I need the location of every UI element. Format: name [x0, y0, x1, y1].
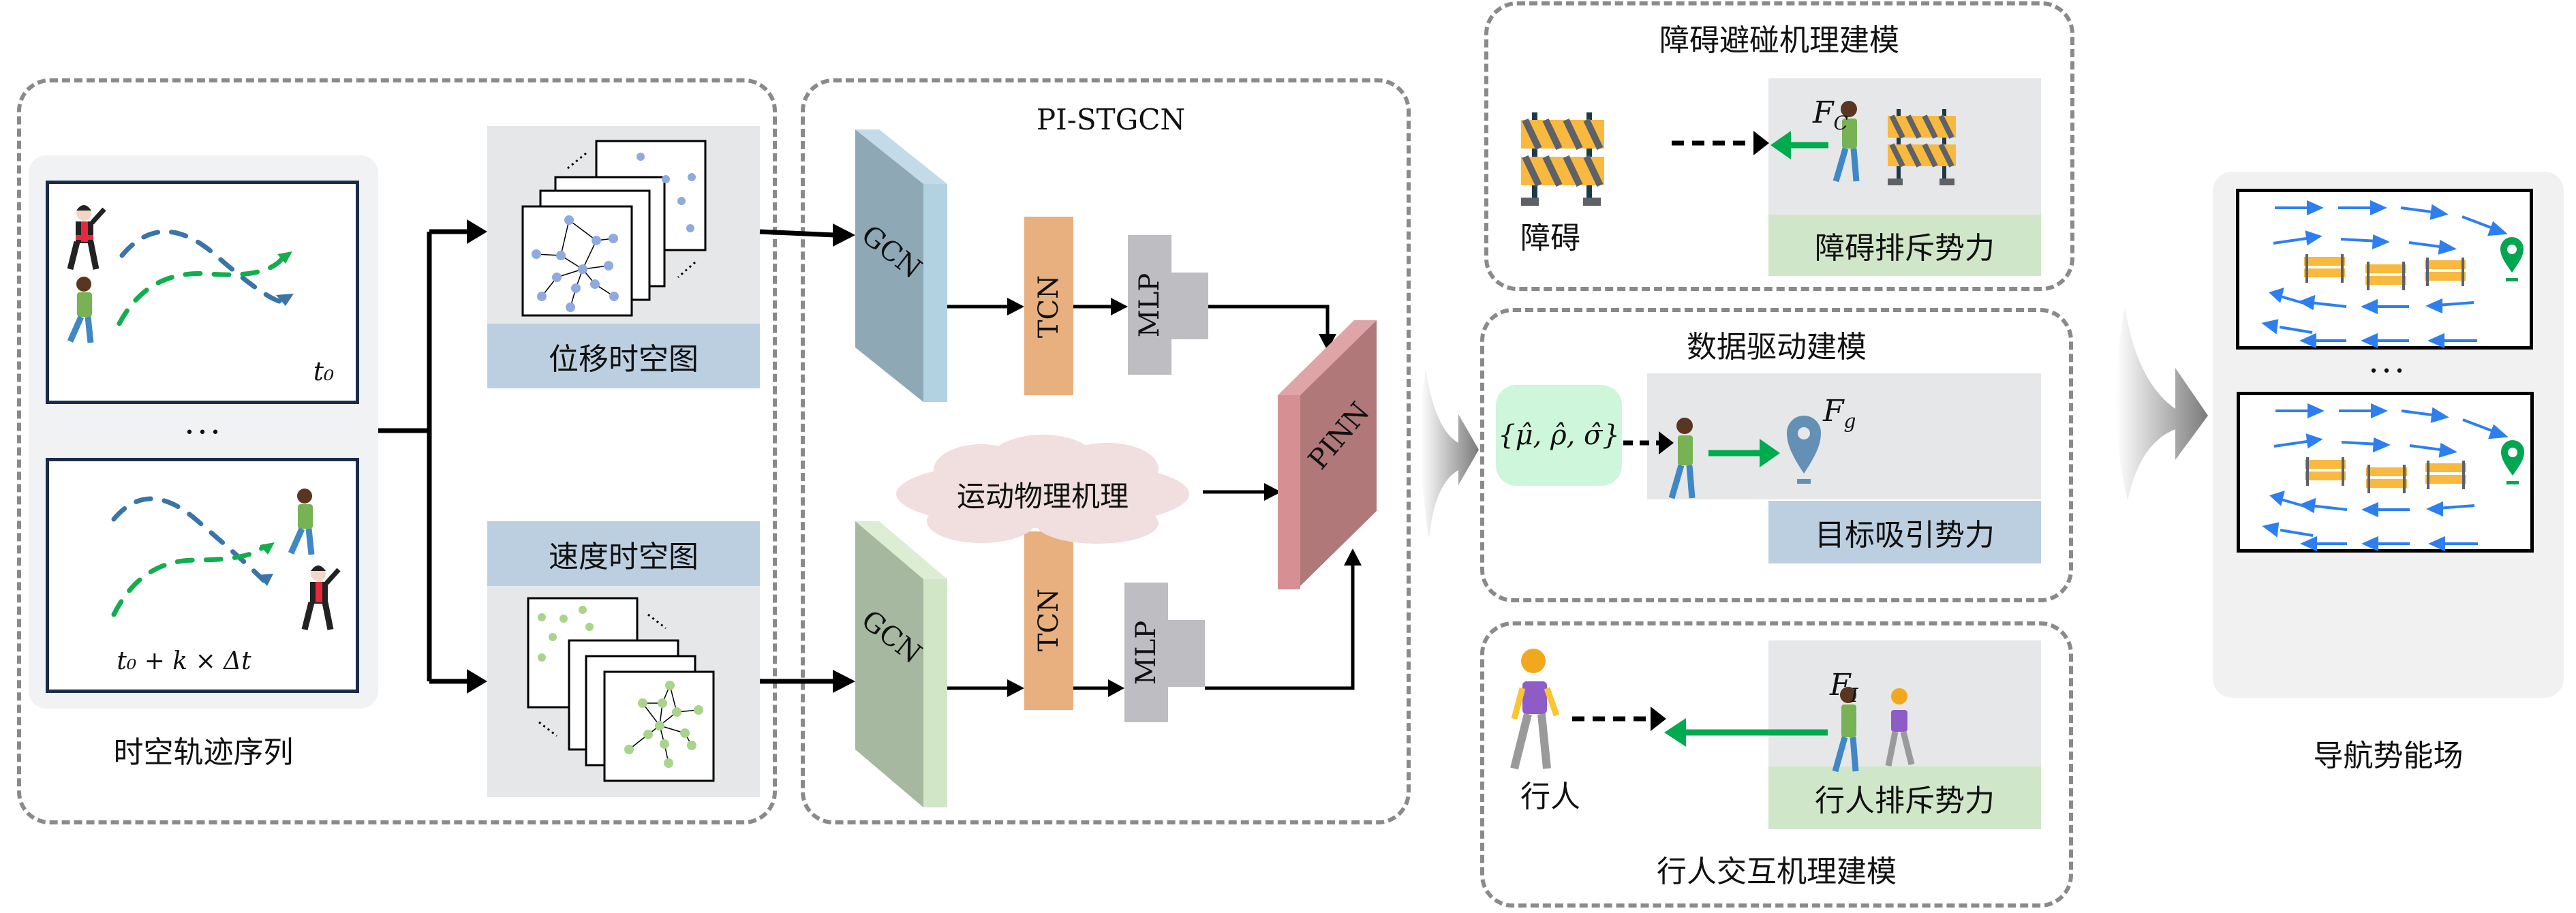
- pedestrian-walker-icon: [1833, 101, 1860, 183]
- pedestrian-box-drawing: [1510, 649, 1915, 773]
- trajectory-frame-t0-drawing: [67, 205, 294, 343]
- data-box-drawing: [1623, 416, 1821, 499]
- obstacle-box-drawing: [1521, 101, 1956, 206]
- pedestrian-woman-icon: [1510, 649, 1560, 770]
- pedestrian-woman-icon: [1885, 688, 1915, 767]
- force-symbol-fg: Fg: [1823, 394, 1856, 433]
- goal-pin-icon: [1787, 416, 1821, 484]
- pedestrian-dancer-icon: [301, 566, 341, 631]
- obstacle-modeling-box: [1484, 1, 2074, 291]
- pedestrian-walker-icon: [1668, 418, 1696, 499]
- displacement-graph-stack: [521, 140, 707, 317]
- force-symbol: F: [1813, 95, 1834, 130]
- pedestrian-walker-icon: [67, 277, 94, 343]
- velocity-graph-label: 速度时空图: [487, 521, 760, 586]
- force-subscript: I: [1850, 683, 1858, 707]
- pedestrian-walker-icon: [288, 489, 315, 555]
- mlp-bottom-block: [1124, 583, 1205, 722]
- barrier-icon: [1888, 109, 1956, 185]
- pedestrian-walker-icon: [1832, 687, 1859, 773]
- obstacle-force-label: 障碍排斥势力: [1768, 215, 2041, 276]
- force-symbol: F: [1823, 394, 1844, 429]
- navigation-field-2: [2264, 404, 2526, 551]
- pedestrian-force-label: 行人排斥势力: [1768, 767, 2041, 829]
- gcn-bottom-block: [855, 521, 947, 807]
- data-driven-modeling-box: [1480, 308, 2073, 602]
- flow-arrow-to-navigation: [2115, 307, 2208, 501]
- trajectory-blue: [119, 229, 287, 305]
- trajectory-frame-tk-drawing: [111, 489, 341, 631]
- force-symbol-fc: FC: [1813, 95, 1848, 134]
- tcn-bottom-block: [1024, 531, 1073, 710]
- force-subscript: g: [1843, 409, 1856, 433]
- data-driven-modeling-title: 数据驱动建模: [1687, 330, 1867, 365]
- force-symbol: F: [1830, 668, 1851, 702]
- pi-stgcn-box: [801, 78, 1411, 824]
- barrier-icon: [1521, 112, 1604, 206]
- obstacle-modeling-title: 障碍避碰机理建模: [1659, 23, 1899, 58]
- physics-cloud-label: 运动物理机理: [956, 479, 1129, 513]
- pedestrian-modeling-box: [1480, 621, 2073, 908]
- displacement-graph-label: 位移时空图: [487, 324, 760, 388]
- navigation-caption: 导航势能场: [2313, 739, 2464, 773]
- obstacle-source-label: 障碍: [1520, 221, 1580, 256]
- params-box: {μ̂, ρ̂, σ̂}: [1496, 385, 1622, 486]
- pedestrian-modeling-title: 行人交互机理建模: [1657, 854, 1897, 889]
- pinn-block: [1278, 320, 1377, 589]
- navigation-field-1: [2263, 201, 2525, 347]
- tcn-top-block: [1024, 217, 1073, 395]
- frame-time-tk: t₀ + k × Δt: [117, 647, 251, 675]
- force-subscript: C: [1833, 111, 1848, 134]
- input-group-box: [17, 78, 777, 824]
- trajectory-caption: 时空轨迹序列: [113, 735, 294, 770]
- pedestrian-dancer-icon: [67, 205, 106, 270]
- frame-time-t0: t₀: [313, 356, 335, 386]
- pi-stgcn-title: PI-STGCN: [1036, 102, 1186, 136]
- physics-cloud: [896, 435, 1189, 544]
- force-symbol-fi: FI: [1830, 668, 1858, 707]
- gcn-top-block: [855, 129, 947, 402]
- trajectory-green: [117, 253, 287, 326]
- pedestrian-source-label: 行人: [1520, 779, 1580, 814]
- mlp-top-block: [1128, 235, 1208, 375]
- velocity-graph-stack: [527, 597, 715, 782]
- navigation-ellipsis: •••: [2369, 362, 2408, 380]
- flow-arrow-to-modeling: [1420, 368, 1479, 538]
- frame-ellipsis: •••: [185, 424, 224, 442]
- goal-force-label: 目标吸引势力: [1768, 501, 2041, 563]
